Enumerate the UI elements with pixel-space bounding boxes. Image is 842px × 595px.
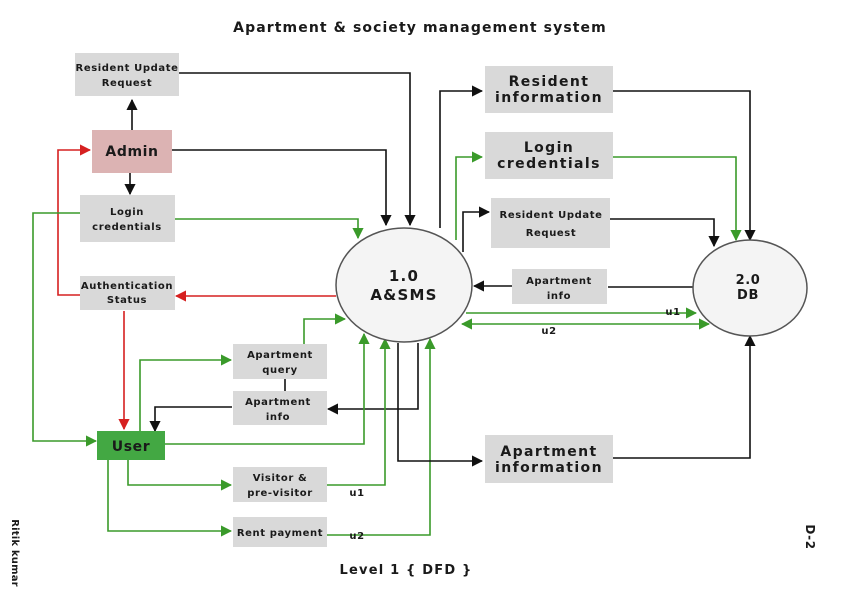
page-code: D-2 — [803, 524, 817, 549]
visitor-pre-visitor: Visitor & pre-visitor — [233, 467, 327, 502]
apartment-query-line2: query — [262, 365, 298, 376]
apartment-query-line1: Apartment — [247, 350, 313, 361]
flow-user-to-apartment-query — [139, 354, 233, 431]
apartment-information-line1: Apartment — [500, 444, 597, 460]
authentication-status: Authentication Status — [80, 276, 175, 310]
process-asms-id: 1.0 — [389, 267, 419, 285]
flow-login-right-to-db — [613, 156, 742, 242]
login-credentials-left: Login credentials — [80, 195, 175, 242]
flow-apartment-info-to-user — [149, 406, 232, 433]
resident-update-request-right: Resident Update Request — [491, 198, 610, 248]
user-entity: User — [97, 431, 165, 460]
process-asms: 1.0 A&SMS — [335, 227, 473, 343]
flow-resident-update-to-asms — [178, 72, 416, 227]
label-u2-top: u2 — [541, 326, 556, 337]
apartment-info-right-line2: info — [547, 291, 571, 302]
author-name: Ritik kumar — [9, 519, 20, 587]
user-label: User — [112, 439, 151, 455]
flow-asms-to-login-right — [455, 151, 484, 240]
diagram-title: Apartment & society management system — [233, 20, 607, 36]
visitor-line2: pre-visitor — [247, 488, 313, 499]
process-db-id: 2.0 — [736, 273, 761, 288]
apartment-info-left-line2: info — [266, 412, 290, 423]
visitor-line1: Visitor & — [253, 473, 308, 484]
resident-update-request-right-line1: Resident Update — [500, 210, 603, 221]
flow-auth-to-admin — [57, 144, 92, 296]
resident-update-request-left: Resident Update Request — [75, 53, 179, 96]
apartment-query: Apartment query — [233, 344, 327, 379]
process-asms-name: A&SMS — [370, 286, 437, 304]
login-credentials-right-line2: credentials — [497, 156, 601, 172]
apartment-info-right-line1: Apartment — [526, 276, 592, 287]
rent-payment-label: Rent payment — [237, 528, 323, 539]
login-credentials-left-line1: Login — [110, 207, 144, 218]
login-credentials-right-line1: Login — [524, 140, 574, 156]
flow-resident-update-right-to-db — [610, 218, 720, 248]
apartment-info-left: Apartment info — [233, 391, 327, 425]
resident-information-line1: Resident — [509, 74, 590, 90]
label-u1-bottom: u1 — [349, 488, 364, 499]
process-db-name: DB — [737, 288, 759, 303]
resident-information: Resident information — [485, 66, 613, 113]
flow-asms-to-resident-info — [439, 85, 484, 228]
flow-user-to-asms — [165, 332, 370, 445]
flow-apartment-information-to-db — [613, 334, 756, 459]
flow-resident-info-to-db — [613, 90, 756, 242]
admin-label: Admin — [105, 144, 158, 160]
flow-login-to-asms — [175, 218, 364, 240]
apartment-information: Apartment information — [485, 435, 613, 483]
label-u2-bottom: u2 — [349, 531, 364, 542]
process-db: 2.0 DB — [692, 239, 808, 337]
apartment-information-line2: information — [495, 460, 603, 476]
flow-visitor-to-asms — [327, 337, 391, 486]
resident-information-line2: information — [495, 90, 603, 106]
resident-update-request-right-line2: Request — [526, 228, 576, 239]
flow-asms-to-apartment-info — [326, 343, 419, 415]
label-u1-top: u1 — [665, 307, 680, 318]
footer-level: Level 1 { DFD } — [340, 563, 473, 578]
login-credentials-left-line2: credentials — [92, 222, 162, 233]
login-credentials-right: Login credentials — [485, 132, 613, 179]
apartment-info-left-line1: Apartment — [245, 397, 311, 408]
flow-asms-to-apartment-information — [397, 343, 484, 467]
apartment-info-right: Apartment info — [512, 269, 607, 304]
flow-query-to-asms — [303, 313, 347, 345]
flow-asms-to-resident-update-right — [462, 206, 491, 252]
flow-rent-to-asms — [327, 337, 436, 536]
authentication-status-line1: Authentication — [81, 281, 173, 292]
resident-update-request-left-line1: Resident Update — [76, 63, 179, 74]
authentication-status-line2: Status — [107, 295, 147, 306]
flow-admin-to-asms — [172, 149, 392, 227]
admin-entity: Admin — [92, 130, 172, 173]
flow-user-to-visitor — [127, 460, 233, 491]
resident-update-request-left-line2: Request — [102, 78, 152, 89]
flow-user-to-rent — [107, 460, 233, 537]
rent-payment: Rent payment — [233, 517, 327, 547]
flow-user-login — [32, 212, 98, 447]
